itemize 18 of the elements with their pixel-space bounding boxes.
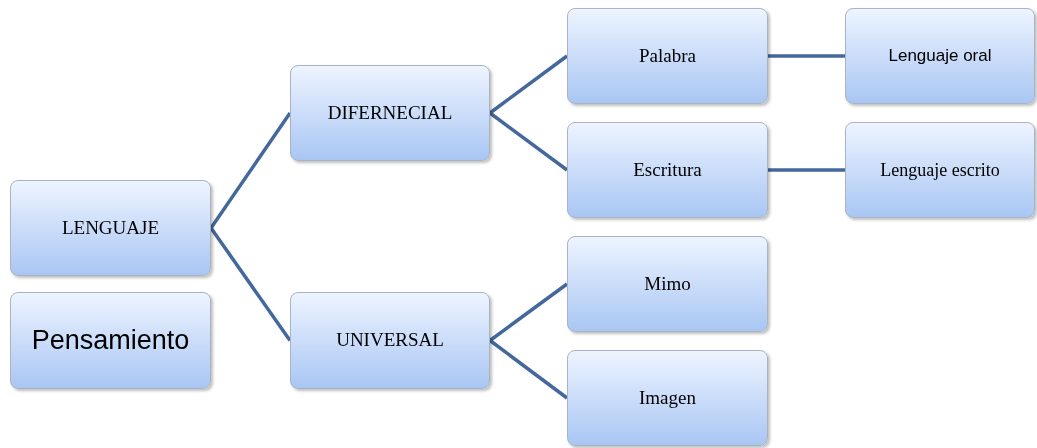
concept-box: Imagen <box>567 350 768 446</box>
connector-line <box>488 111 569 172</box>
connector-line <box>209 112 292 229</box>
concept-box: Lenguaje escrito <box>845 122 1035 218</box>
concept-box: Palabra <box>567 8 768 104</box>
connector-line <box>768 168 845 172</box>
connector-line <box>488 54 569 115</box>
concept-box: UNIVERSAL <box>290 292 490 389</box>
concept-box: Escritura <box>567 122 768 218</box>
connector-line <box>768 54 845 58</box>
concept-box: Mimo <box>567 236 768 332</box>
connector-line <box>209 227 292 342</box>
concept-box: LENGUAJE <box>10 180 211 276</box>
concept-box: Lenguaje oral <box>845 8 1035 104</box>
connector-line <box>488 339 569 400</box>
concept-box: DIFERNECIAL <box>290 65 490 161</box>
connector-line <box>488 282 569 342</box>
concept-box: Pensamiento <box>10 292 211 389</box>
